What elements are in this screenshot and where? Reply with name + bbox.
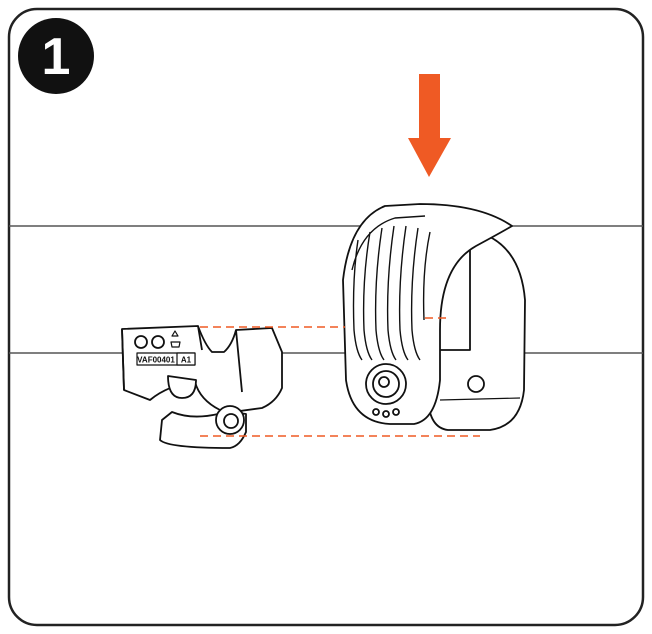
clip-part: VAF00401 A1 xyxy=(121,325,283,449)
diagram-frame xyxy=(7,7,645,627)
clip-hole-right xyxy=(151,335,165,349)
camera-led-1 xyxy=(372,408,380,416)
clip-label-code: VAF00401 xyxy=(137,356,175,365)
step-number: 1 xyxy=(42,28,71,86)
camera-led-3 xyxy=(392,408,400,416)
clip-rev-box xyxy=(176,352,196,366)
recycle-icon xyxy=(170,330,181,348)
camera-fins xyxy=(352,225,431,361)
camera-led-2 xyxy=(382,410,390,418)
alignment-guides xyxy=(200,317,480,437)
clip-lens-inner xyxy=(223,413,239,429)
camera-mount xyxy=(342,203,526,431)
step-badge-circle xyxy=(18,18,94,94)
camera-lens-center xyxy=(378,376,390,388)
clip-hole-left xyxy=(134,335,148,349)
step-badge: 1 xyxy=(18,18,94,94)
arrow-down-icon xyxy=(408,74,451,177)
clip-label-rev: A1 xyxy=(181,356,192,365)
camera-rear-latch xyxy=(467,375,485,393)
clip-slot xyxy=(167,375,197,399)
